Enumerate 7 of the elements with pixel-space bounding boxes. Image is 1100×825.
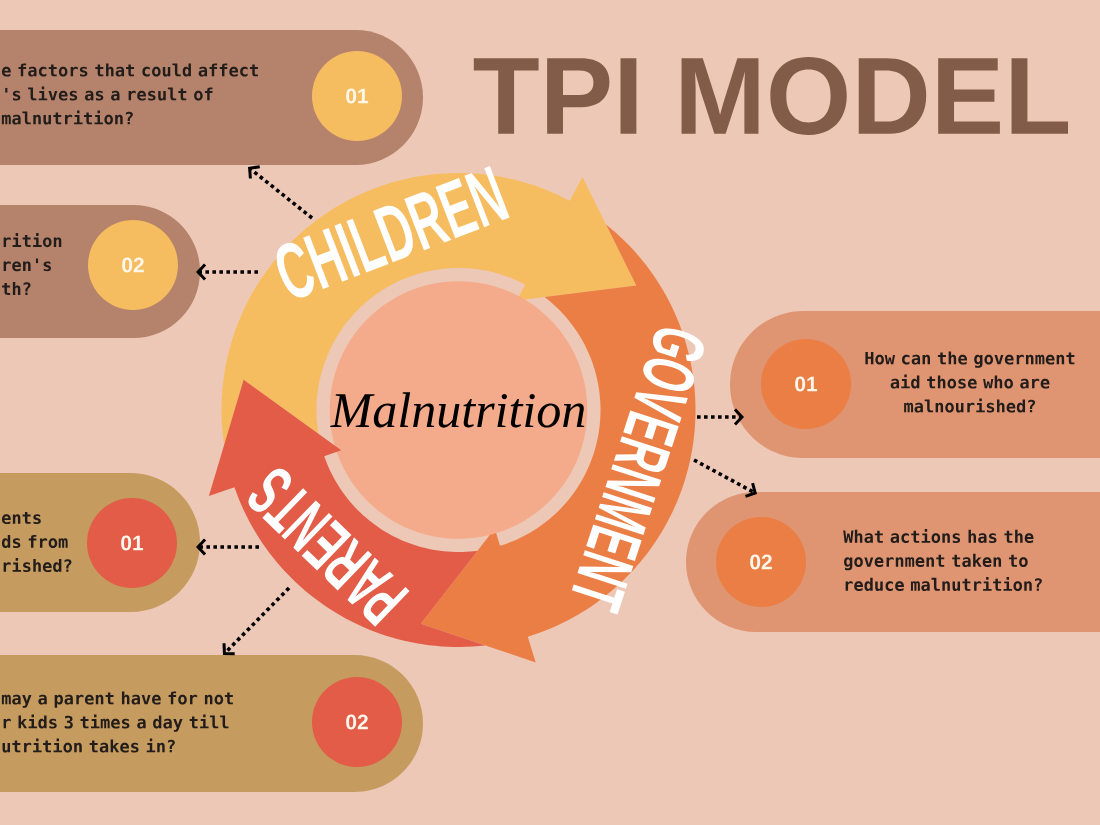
- dotted-arrow: [693, 458, 757, 498]
- dotted-arrow: [222, 586, 291, 656]
- dotted-arrow: [196, 263, 258, 281]
- dotted-arrow: [196, 538, 259, 556]
- dotted-arrow: [697, 408, 744, 426]
- dotted-arrow: [248, 165, 314, 220]
- title: TPI MODEL: [473, 57, 1068, 135]
